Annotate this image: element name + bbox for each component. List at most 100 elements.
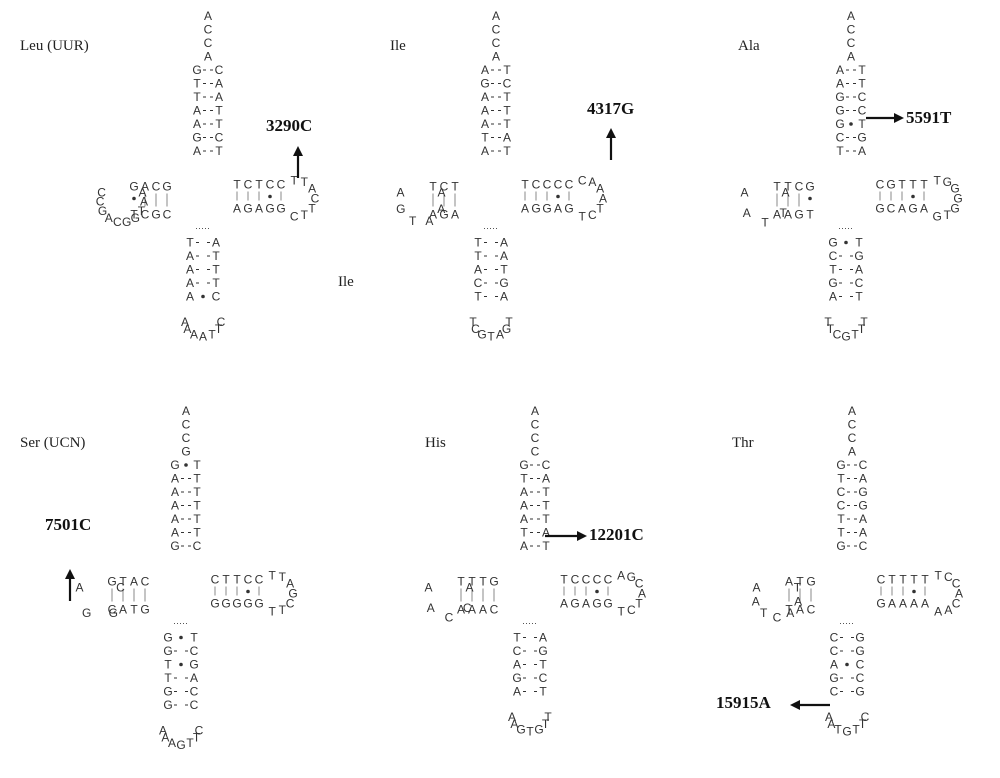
nucleotide: A: [781, 185, 789, 199]
nucleotide: C: [887, 202, 896, 216]
nucleotide: T: [474, 290, 482, 304]
nucleotide: G: [950, 201, 959, 215]
nucleotide: A: [500, 290, 508, 304]
nucleotide: A: [468, 603, 476, 617]
nucleotide: C: [877, 573, 886, 587]
nucleotide: A: [848, 404, 856, 418]
nucleotide: G: [140, 603, 149, 617]
nucleotide: A: [785, 575, 793, 589]
nucleotide: C: [571, 573, 580, 587]
nucleotide: G: [908, 202, 917, 216]
nucleotide: G: [162, 180, 171, 194]
nucleotide: C: [97, 185, 106, 199]
nucleotide: C: [311, 192, 320, 206]
nucleotide: G: [221, 597, 230, 611]
nucleotide: A: [190, 327, 198, 341]
wobble-dot: [556, 194, 560, 199]
nucleotide: T: [859, 717, 867, 731]
nucleotide: C: [830, 644, 839, 658]
wobble-dot: [184, 463, 188, 467]
panel-title: Thr: [732, 435, 754, 451]
nucleotide: T: [836, 144, 844, 158]
nucleotide: T: [215, 322, 223, 336]
nucleotide: T: [618, 604, 626, 618]
mutation-label: 4317G: [587, 99, 635, 118]
nucleotide: T: [824, 315, 832, 329]
nucleotide: G: [592, 597, 601, 611]
nucleotide: T: [855, 236, 863, 250]
nucleotide: T: [505, 315, 513, 329]
nucleotide: C: [163, 208, 172, 222]
nucleotide: A: [481, 63, 489, 77]
arrowhead: [790, 700, 800, 710]
nucleotide: T: [233, 178, 241, 192]
nucleotide: T: [291, 174, 299, 188]
nucleotide: T: [827, 322, 835, 336]
arrowhead: [577, 531, 587, 541]
nucleotide: A: [743, 206, 751, 220]
nucleotide: G: [855, 685, 864, 699]
nucleotide: T: [222, 573, 230, 587]
nucleotide: A: [520, 499, 528, 513]
nucleotide: C: [182, 418, 191, 432]
nucleotide: A: [531, 404, 539, 418]
nucleotide: G: [82, 606, 91, 620]
nucleotide: C: [542, 458, 551, 472]
nucleotide: A: [520, 539, 528, 553]
nucleotide: C: [490, 603, 499, 617]
nucleotide: G: [836, 458, 845, 472]
nucleotide: G: [276, 202, 285, 216]
nucleotide: G: [858, 485, 867, 499]
nucleotide: T: [920, 178, 928, 192]
nucleotide: C: [952, 577, 961, 591]
nucleotide: C: [182, 431, 191, 445]
nucleotide: T: [212, 263, 220, 277]
nucleotide: A: [204, 9, 212, 23]
nucleotide: G: [499, 276, 508, 290]
nucleotide: T: [215, 144, 223, 158]
wobble-dot: [179, 635, 183, 640]
nucleotide: T: [279, 603, 287, 617]
wobble-dot: [132, 196, 136, 201]
nucleotide: C: [855, 276, 864, 290]
nucleotide: G: [176, 738, 185, 752]
nucleotide: G: [829, 671, 838, 685]
nucleotide: A: [186, 276, 194, 290]
wobble-dot: [201, 294, 205, 299]
nucleotide: A: [171, 472, 179, 486]
nucleotide: G: [129, 180, 138, 194]
nucleotide: C: [474, 276, 483, 290]
nucleotide: A: [741, 185, 749, 199]
nucleotide: G: [854, 249, 863, 263]
nucleotide: T: [503, 144, 511, 158]
nucleotide: T: [212, 249, 220, 263]
nucleotide: A: [186, 263, 194, 277]
panel-title: Leu (UUR): [20, 38, 89, 54]
wobble-dot: [595, 589, 599, 594]
nucleotide: A: [233, 202, 241, 216]
nucleotide: T: [888, 573, 896, 587]
nucleotide: C: [113, 215, 122, 229]
nucleotide: C: [463, 601, 472, 615]
nucleotide: C: [492, 36, 501, 50]
nucleotide: A: [119, 603, 127, 617]
nucleotide: A: [171, 526, 179, 540]
nucleotide: T: [910, 573, 918, 587]
nucleotide: T: [474, 249, 482, 263]
nucleotide: T: [503, 63, 511, 77]
nucleotide: G: [542, 202, 551, 216]
nucleotide: A: [503, 131, 511, 145]
nucleotide: A: [859, 472, 867, 486]
nucleotide: C: [830, 685, 839, 699]
nucleotide: C: [859, 458, 868, 472]
arrowhead: [293, 146, 303, 156]
nucleotide: C: [266, 178, 275, 192]
nucleotide: C: [837, 485, 846, 499]
nucleotide: A: [76, 580, 84, 594]
nucleotide: T: [579, 209, 587, 223]
nucleotide: G: [512, 671, 521, 685]
nucleotide: C: [582, 573, 591, 587]
nucleotide: A: [898, 202, 906, 216]
nucleotide: C: [773, 611, 782, 625]
